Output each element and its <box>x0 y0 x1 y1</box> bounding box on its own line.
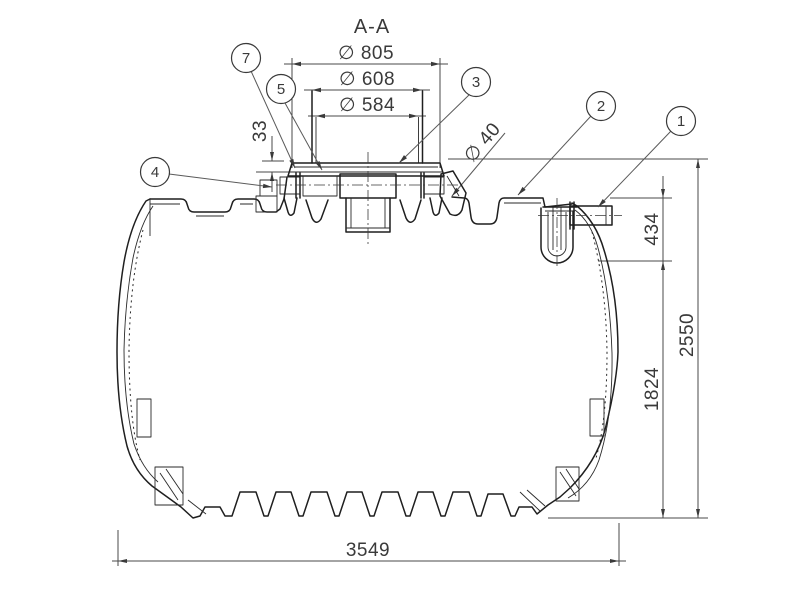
dimension-dia805: ∅ 805 <box>284 43 448 168</box>
section-title: A-A <box>354 16 390 38</box>
tank-body <box>116 176 619 519</box>
balloon-circle <box>460 66 492 98</box>
balloon-circle <box>230 42 262 74</box>
dimension-right-stack: 434 1824 2550 <box>448 158 708 519</box>
balloon-2: 2 <box>517 90 617 196</box>
manhole-neck <box>255 90 467 246</box>
inlet-siphon <box>540 198 578 268</box>
balloon-7: 7 <box>230 42 296 169</box>
balloon-label: 5 <box>277 81 285 98</box>
balloon-label: 3 <box>472 74 480 91</box>
inlet-pipe <box>538 201 622 230</box>
balloon-label: 1 <box>677 113 685 130</box>
dimension-dia584: ∅ 584 <box>308 95 426 119</box>
balloon-1: 1 <box>597 105 697 208</box>
balloon-label: 2 <box>597 98 605 115</box>
balloon-circle <box>265 73 297 105</box>
dim-label-33: 33 <box>250 120 271 142</box>
dim-label-584: ∅ 584 <box>339 95 395 116</box>
balloon-circle <box>665 105 697 137</box>
dimension-3549: 3549 <box>112 523 626 566</box>
dim-label-805: ∅ 805 <box>338 43 394 64</box>
balloon-label: 4 <box>151 164 159 181</box>
dim-label-1824: 1824 <box>642 367 663 411</box>
balloon-circle <box>585 90 617 122</box>
dimension-dia40: ∅ 40 <box>451 119 506 197</box>
balloon-3: 3 <box>398 66 492 164</box>
dimension-dia608: ∅ 608 <box>304 69 430 93</box>
dim-label-3549: 3549 <box>346 540 390 561</box>
dim-label-2550: 2550 <box>677 313 698 357</box>
balloon-5: 5 <box>265 73 323 171</box>
balloon-circle <box>139 156 171 188</box>
dim-label-608: ∅ 608 <box>339 69 395 90</box>
dim-label-434: 434 <box>642 212 663 245</box>
tank-outer-shell <box>116 198 619 519</box>
balloon-4: 4 <box>139 156 273 189</box>
balloon-label: 7 <box>242 50 250 67</box>
dimension-33: 33 <box>250 120 290 192</box>
